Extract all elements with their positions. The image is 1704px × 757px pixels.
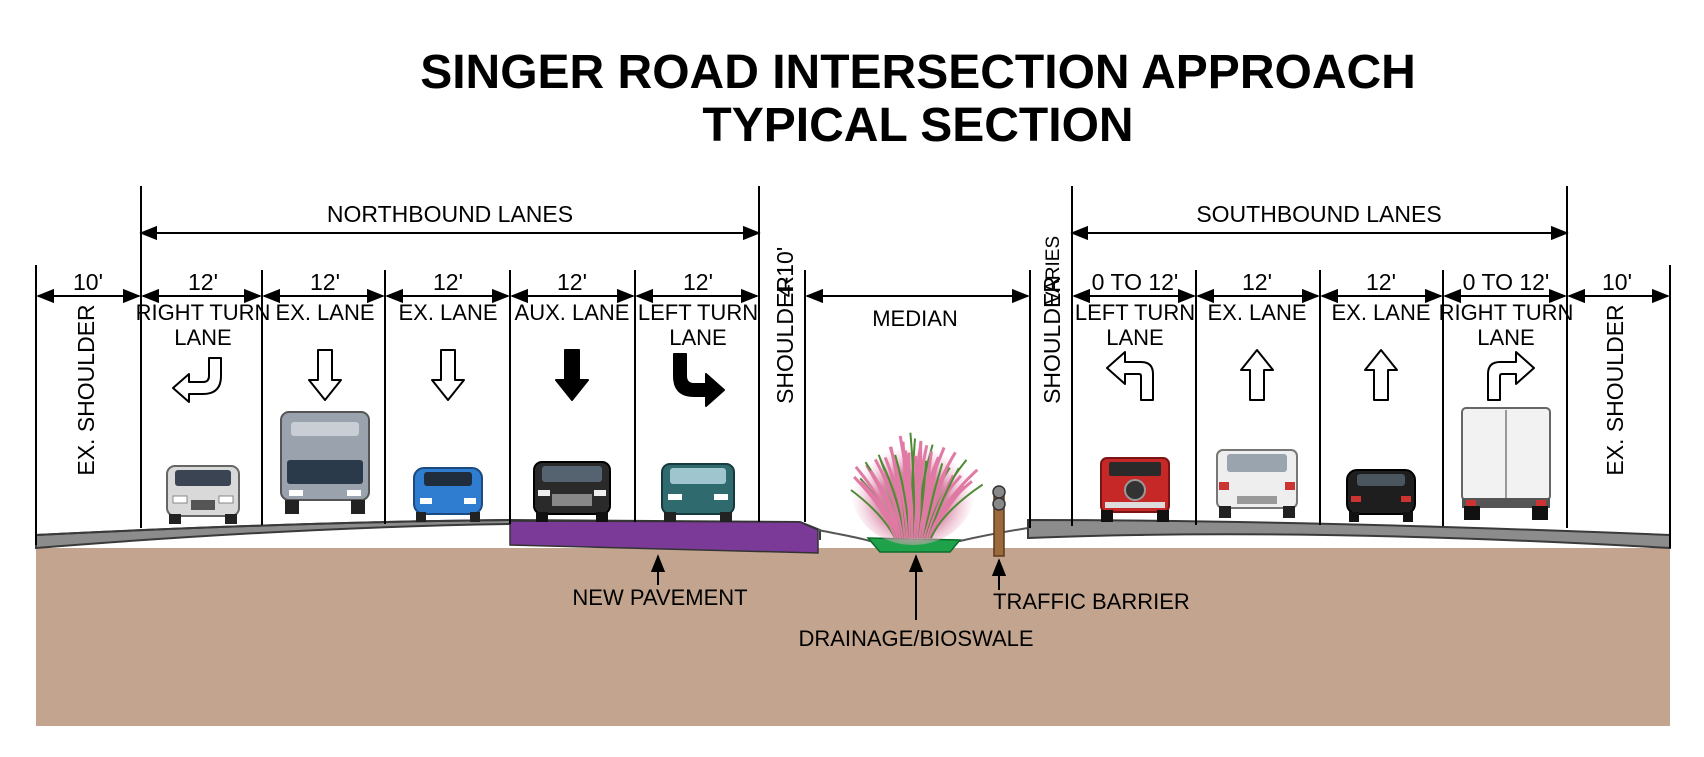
nb-right-turn-width: 12': [188, 269, 218, 295]
sb-right-turn-label-1: RIGHT TURN: [1439, 300, 1574, 325]
traffic-barrier-callout: TRAFFIC BARRIER: [991, 558, 1190, 614]
sb-left-turn-label-2: LANE: [1106, 325, 1163, 350]
up-arrow-icon: [1364, 349, 1398, 401]
sb-right-turn-width: 0 TO 12': [1463, 269, 1550, 295]
nb-aux-lane-width: 12': [557, 269, 587, 295]
traffic-barrier-label: TRAFFIC BARRIER: [993, 589, 1190, 614]
nb-aux-lane-label: AUX. LANE: [515, 300, 630, 325]
drainage-callout: DRAINAGE/BIOSWALE: [798, 554, 1034, 651]
southbound-group-dimension: SOUTHBOUND LANES: [1070, 201, 1569, 241]
down-arrow-icon: [308, 349, 342, 401]
nb-left-turn-width: 12': [683, 269, 713, 295]
drainage-label: DRAINAGE/BIOSWALE: [798, 626, 1033, 651]
nb-teal-suv-icon: [661, 463, 735, 522]
sb-outer-shoulder-label: EX. SHOULDER: [1602, 304, 1628, 475]
sb-ex-lane-2-width: 12': [1366, 269, 1396, 295]
sb-ex-lane-2-label: EX. LANE: [1331, 300, 1430, 325]
nb-blue-hatchback-icon: [413, 467, 483, 522]
nb-right-turn-label-2: LANE: [174, 325, 231, 350]
nb-ex-lane-2-width: 12': [433, 269, 463, 295]
up-arrow-icon: [1240, 349, 1274, 401]
ground-section: [36, 548, 1670, 726]
right-turn-arrow-icon: [1487, 351, 1535, 401]
southbound-pavement: [1027, 518, 1671, 550]
curved-return-arrow-icon: [172, 357, 222, 403]
sb-inner-shoulder-width: VARIES: [1043, 236, 1064, 304]
northbound-lanes-label: NORTHBOUND LANES: [327, 201, 573, 227]
nb-camper-van-icon: [280, 411, 370, 514]
sb-inner-shoulder-label: SHOULDER: [1039, 276, 1065, 404]
down-arrow-icon: [555, 349, 589, 401]
nb-inner-shoulder-label: SHOULDER: [772, 276, 798, 404]
southbound-lanes-label: SOUTHBOUND LANES: [1196, 201, 1441, 227]
diagram-title-line2: TYPICAL SECTION: [702, 99, 1133, 152]
grass-blade: [919, 451, 933, 539]
nb-right-turn-label-1: RIGHT TURN: [136, 300, 271, 325]
sb-right-turn-label-2: LANE: [1477, 325, 1534, 350]
sb-white-pickup-icon: [1216, 449, 1298, 518]
nb-inner-shoulder-width: 4-10': [772, 247, 798, 297]
down-arrow-icon: [431, 349, 465, 401]
diagram-title-line1: SINGER ROAD INTERSECTION APPROACH: [420, 46, 1416, 99]
sb-left-turn-label-1: LEFT TURN: [1075, 300, 1195, 325]
nb-ex-lane-1-width: 12': [310, 269, 340, 295]
sb-ex-lane-1-width: 12': [1242, 269, 1272, 295]
northbound-pavement-top: [35, 518, 821, 540]
lane-separators: [35, 186, 1671, 548]
nb-shoulder-width: 10': [73, 269, 103, 295]
northbound-group-dimension: NORTHBOUND LANES: [139, 201, 761, 241]
new-pavement: [509, 520, 819, 554]
traffic-barrier-icon: [992, 485, 1006, 557]
grass-blade: [898, 435, 913, 539]
nb-dark-pickup-icon: [533, 461, 611, 522]
new-pavement-label: NEW PAVEMENT: [572, 585, 747, 610]
nb-ex-lane-2-label: EX. LANE: [398, 300, 497, 325]
nb-suv-icon: [166, 465, 240, 524]
new-pavement-callout: NEW PAVEMENT: [572, 554, 748, 610]
median-label: MEDIAN: [872, 306, 958, 331]
sb-ex-lane-1-label: EX. LANE: [1207, 300, 1306, 325]
sb-box-truck-icon: [1461, 407, 1551, 520]
sb-black-sedan-icon: [1346, 469, 1416, 522]
grass-blade: [869, 470, 903, 539]
grass-blade: [930, 483, 984, 539]
nb-left-turn-label-2: LANE: [669, 325, 726, 350]
curved-turn-arrow-icon: [673, 353, 725, 407]
left-turn-arrow-icon: [1106, 351, 1154, 401]
bioswale-grass-icon: [850, 432, 984, 545]
sb-red-jeep-icon: [1100, 457, 1170, 522]
sb-shoulder-width: 10': [1602, 269, 1632, 295]
nb-ex-lane-1-label: EX. LANE: [275, 300, 374, 325]
nb-outer-shoulder-label: EX. SHOULDER: [73, 304, 99, 475]
nb-left-turn-label-1: LEFT TURN: [638, 300, 758, 325]
sb-left-turn-width: 0 TO 12': [1092, 269, 1179, 295]
